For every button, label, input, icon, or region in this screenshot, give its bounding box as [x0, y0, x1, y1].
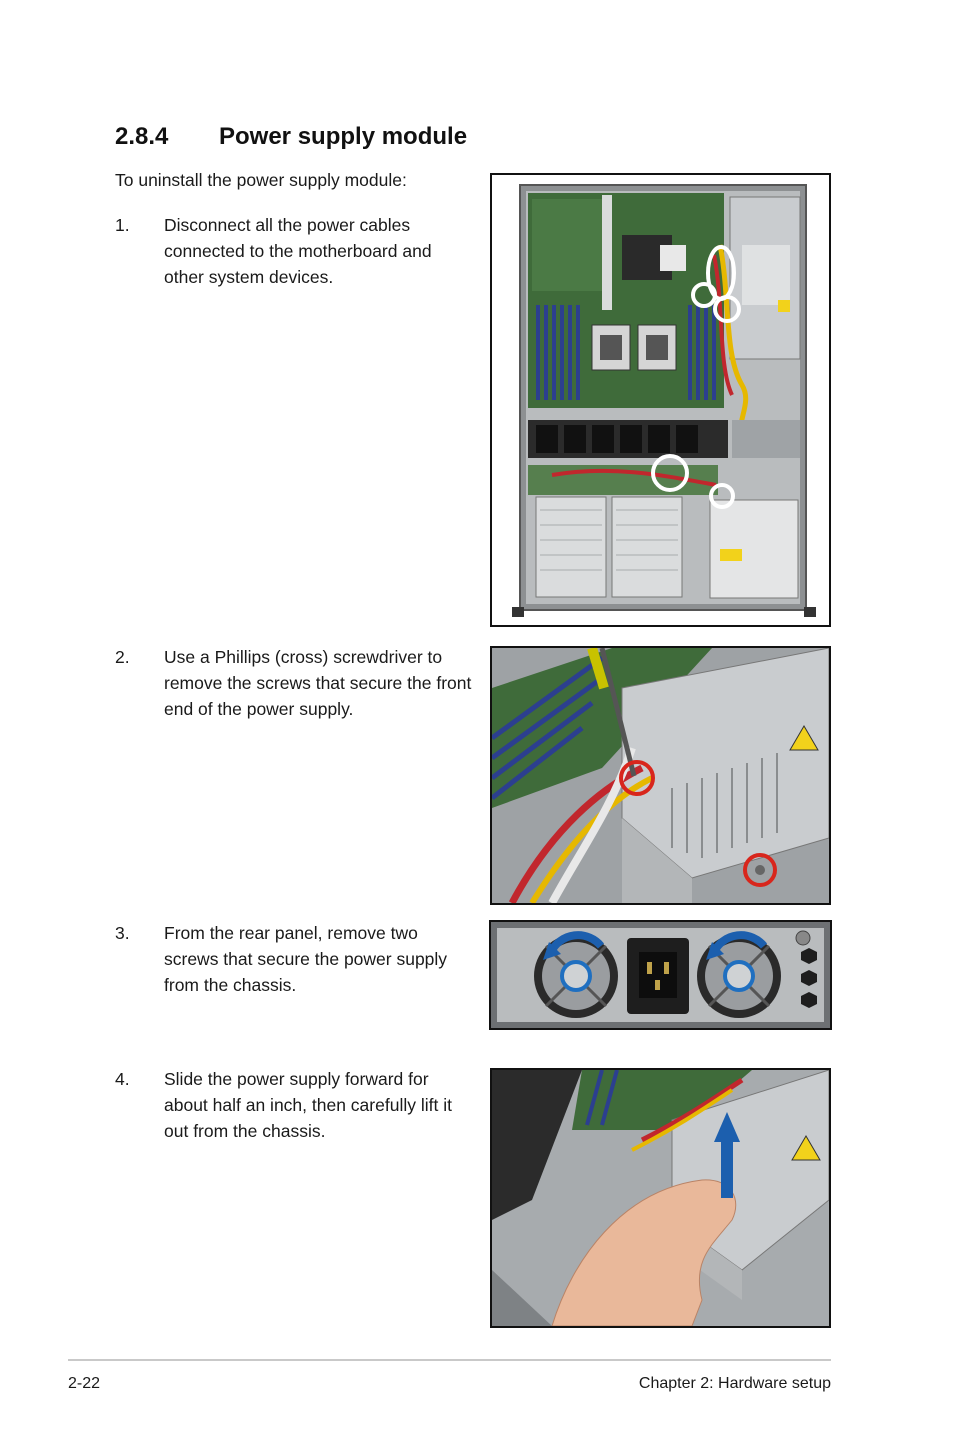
front-screws-illustration: [492, 648, 829, 903]
figure-lift-power-supply: [490, 1068, 831, 1328]
rear-panel-illustration: [491, 922, 830, 1028]
section-heading: 2.8.4 Power supply module: [115, 121, 615, 153]
step-text: From the rear panel, remove two screws t…: [164, 923, 448, 995]
footer-divider: [68, 1359, 831, 1361]
figure-rear-panel: [489, 920, 832, 1030]
step-number: 4.: [115, 1069, 130, 1089]
step-number: 2.: [115, 647, 130, 667]
figure-front-screws: [490, 646, 831, 905]
page-number: 2-22: [68, 1375, 101, 1392]
section-number: 2.8.4: [115, 123, 169, 150]
step-number: 3.: [115, 923, 130, 943]
intro-text: To uninstall the power supply module:: [115, 170, 407, 190]
step-text: Disconnect all the power cables connecte…: [164, 215, 432, 287]
server-top-view-illustration: [492, 175, 829, 625]
chapter-label: Chapter 2: Hardware setup: [638, 1375, 831, 1392]
callout-circles: [651, 245, 741, 509]
step-text: Use a Phillips (cross) screwdriver to re…: [164, 647, 472, 719]
figure-server-top-view: [490, 173, 831, 627]
lift-power-supply-illustration: [492, 1070, 829, 1326]
section-title: Power supply module: [219, 123, 468, 150]
step-text: Slide the power supply forward for about…: [164, 1069, 452, 1141]
step-number: 1.: [115, 215, 130, 235]
